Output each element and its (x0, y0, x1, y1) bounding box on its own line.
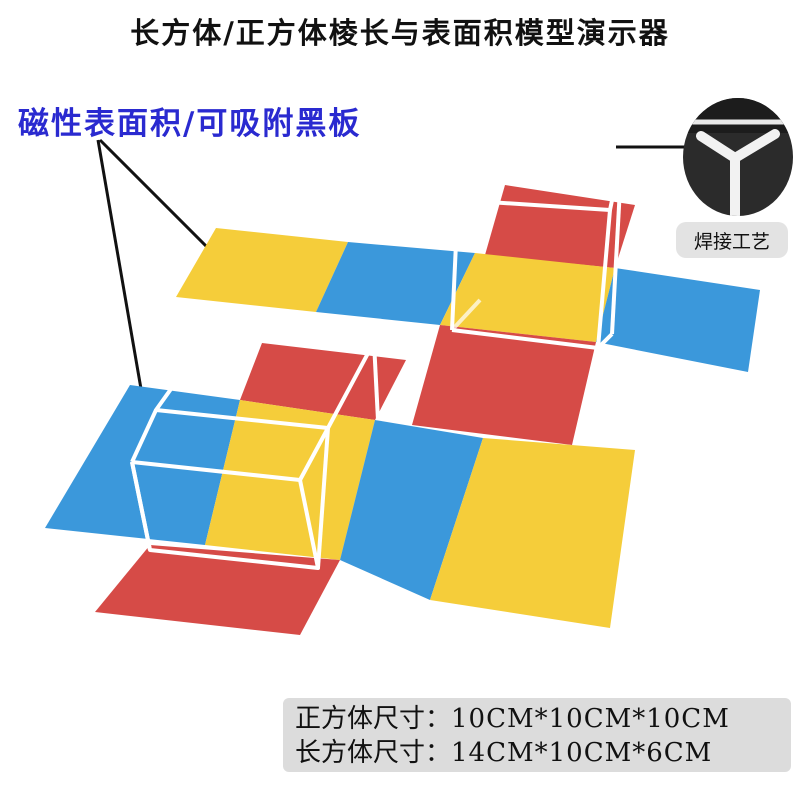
dimensions-panel: 正方体尺寸：10CM*10CM*10CM 长方体尺寸：14CM*10CM*6CM (283, 698, 791, 772)
cube-net-red-bottom (412, 325, 596, 445)
cube-dimension-label: 正方体尺寸： (295, 704, 452, 734)
cube-net (176, 185, 760, 445)
cuboid-dimension-value: 14CM*10CM*6CM (451, 738, 713, 768)
welding-detail-image (683, 98, 793, 216)
welding-badge: 焊接工艺 (676, 222, 788, 258)
cuboid-dimension-label: 长方体尺寸： (295, 738, 452, 768)
cube-net-yellow-left (176, 228, 348, 312)
cube-dimension-line: 正方体尺寸：10CM*10CM*10CM (295, 702, 791, 736)
cube-frame (450, 138, 624, 350)
cuboid-net-red-bottom (95, 545, 340, 635)
cuboid-net-blue-mid (340, 420, 483, 600)
cuboid-net-yellow-right (430, 438, 635, 628)
cube-net-blue-left (316, 242, 475, 325)
cube-dimension-value: 10CM*10CM*10CM (451, 704, 730, 734)
pointer-line-2 (96, 139, 147, 413)
page-title: 长方体/正方体棱长与表面积模型演示器 (130, 16, 670, 50)
cube-net-blue-right (596, 268, 760, 372)
cube-net-yellow-center (440, 253, 615, 342)
cuboid-frame (130, 321, 380, 570)
feature-subtitle: 磁性表面积/可吸附黑板 (18, 106, 362, 142)
cuboid-dimension-line: 长方体尺寸：14CM*10CM*6CM (295, 736, 791, 770)
